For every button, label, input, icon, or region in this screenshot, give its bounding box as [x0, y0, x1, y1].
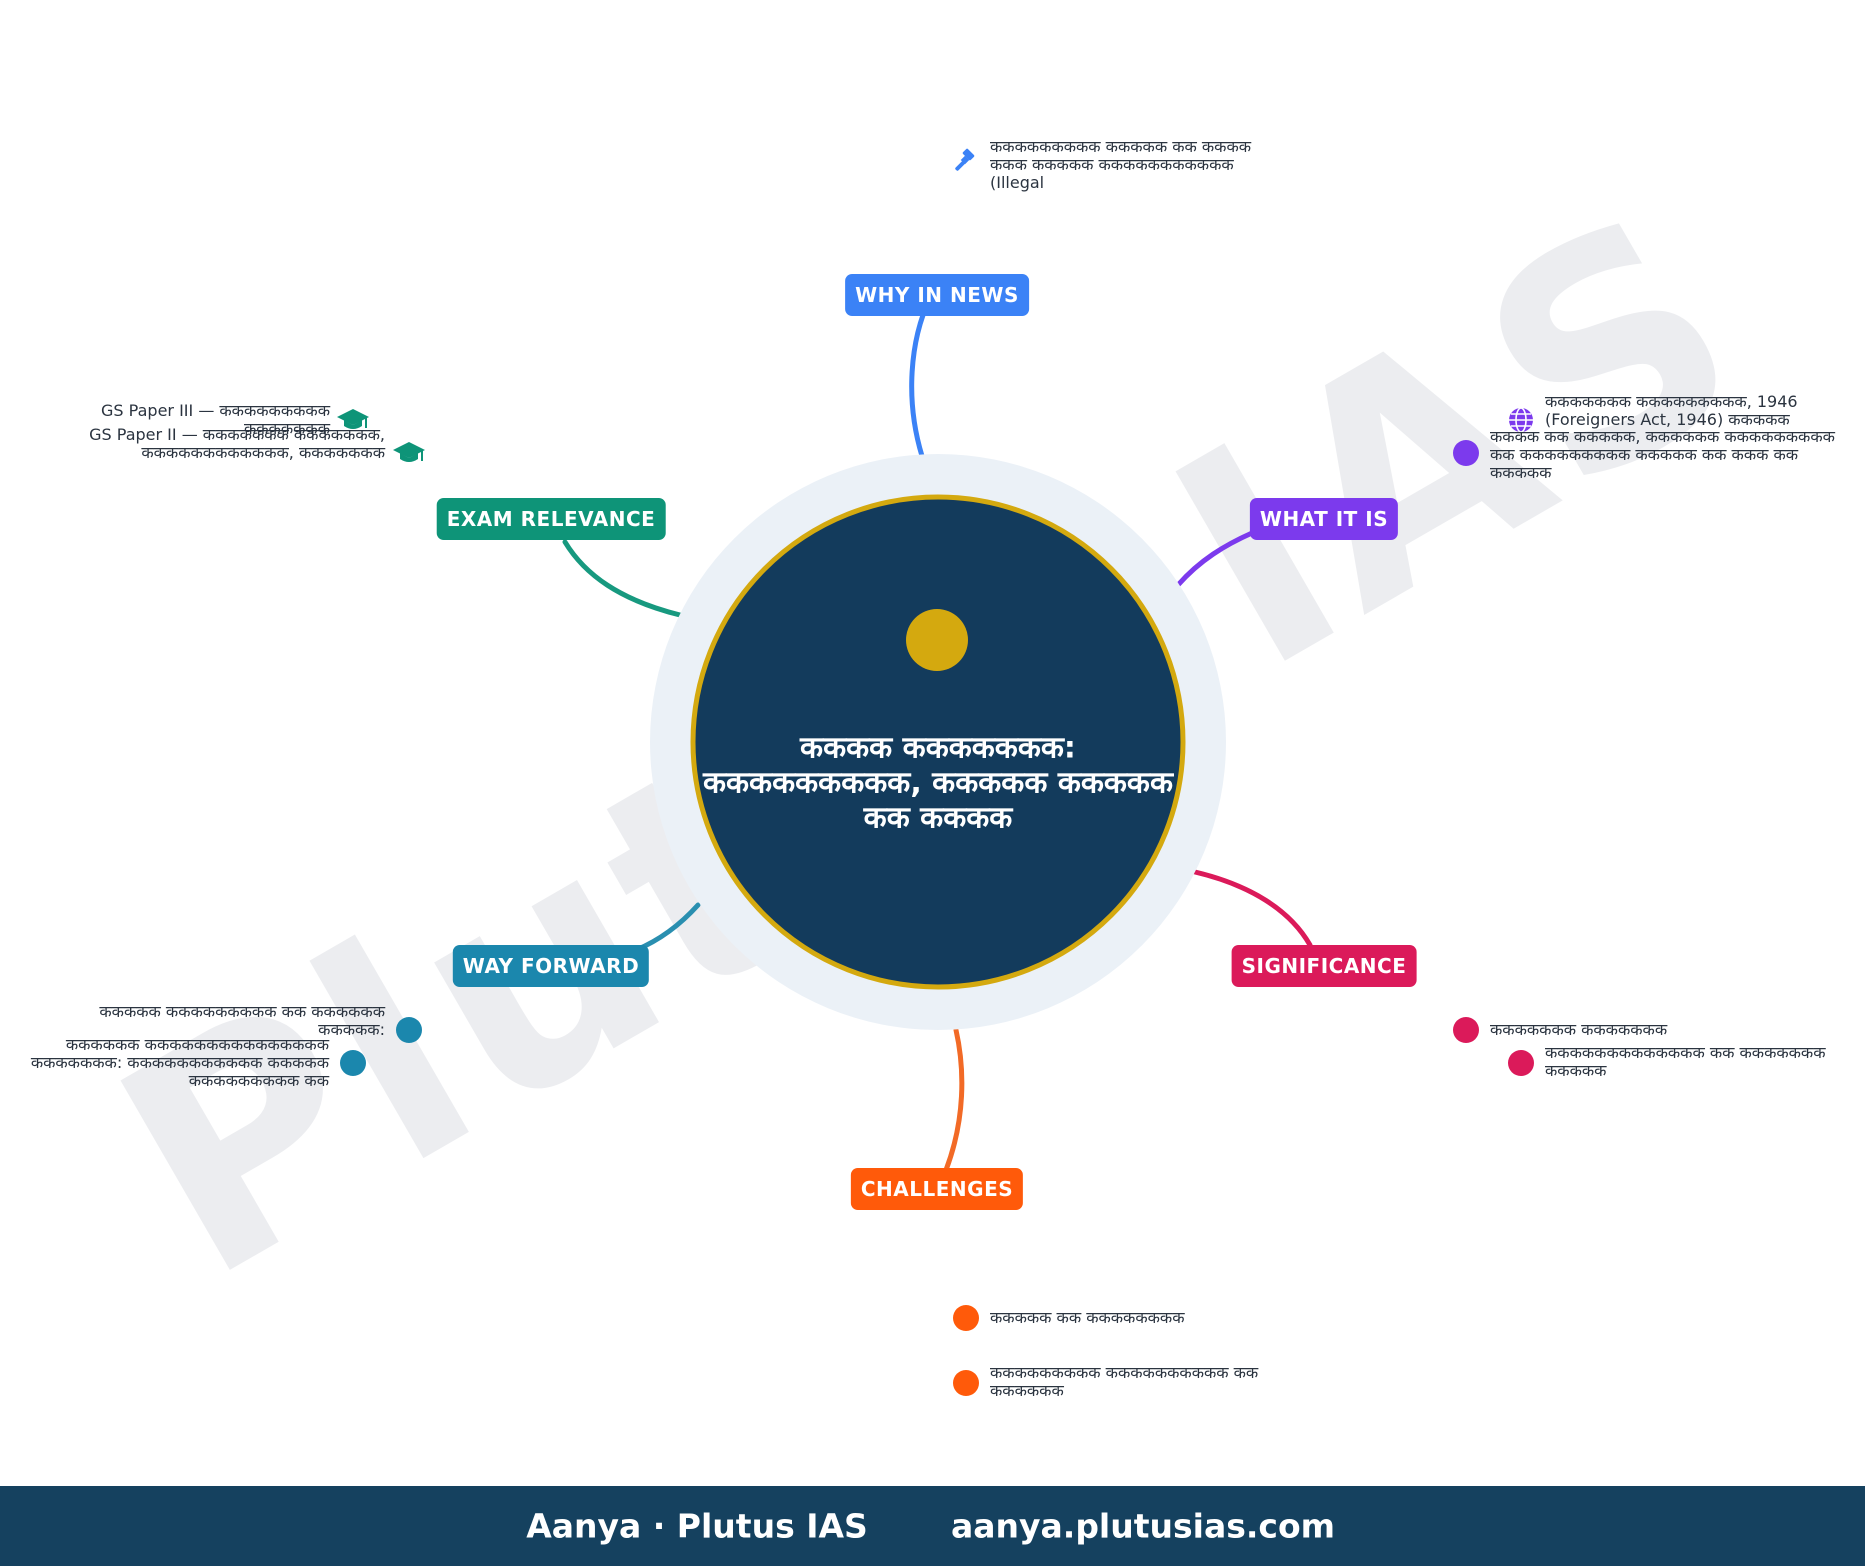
- connector-challenges: [943, 1027, 965, 1173]
- branch-significance[interactable]: SIGNIFICANCE: [1231, 945, 1417, 987]
- graduation-cap-icon: [336, 407, 370, 437]
- leaf-what-2: कककक कक ककककक, कककककक ककककककककक कक ककककक…: [1490, 427, 1835, 482]
- connector-way: [633, 902, 701, 953]
- connector-what: [1175, 530, 1255, 588]
- leaf-significance-2: ककककककककककककक कक ककककककक ककककक: [1545, 1043, 1826, 1080]
- footer-brand: Aanya · Plutus IAS: [526, 1506, 868, 1546]
- leaf-exam-1: GS Paper III — ककककककककक ककककककक: [101, 401, 330, 438]
- leaf-challenges-dot-2: [953, 1370, 979, 1396]
- branch-exam-relevance[interactable]: EXAM RELEVANCE: [436, 498, 666, 540]
- leaf-way-1: ककककक ककककककककक कक कककककक ककककक:: [99, 1002, 385, 1039]
- connector-significance: [1192, 869, 1313, 948]
- leaf-significance-1: ककककककक ककककककक: [1490, 1020, 1668, 1039]
- footer-url[interactable]: aanya.plutusias.com: [950, 1506, 1336, 1546]
- leaf-why-1: ककककककककक ककककक कक कककक ककक ककककक कककककक…: [990, 137, 1252, 192]
- gavel-icon: [951, 148, 981, 182]
- footer-bar: Aanya · Plutus IAS aanya.plutusias.com: [0, 1486, 1865, 1566]
- leaf-challenges-dot-1: [953, 1305, 979, 1331]
- graduation-cap-icon: [392, 440, 426, 470]
- leaf-challenges-2: ककककककककक कककककककककक कक कककककक: [990, 1363, 1259, 1400]
- branch-way-forward[interactable]: WAY FORWARD: [452, 945, 650, 987]
- leaf-way-2: कककककक ककककककककककककककक ककककककक: कककककककक…: [30, 1035, 329, 1090]
- leaf-challenges-1: ककककक कक कककककककक: [990, 1308, 1185, 1327]
- branch-why-in-news[interactable]: WHY IN NEWS: [845, 274, 1029, 316]
- branch-what-it-is[interactable]: WHAT IT IS: [1249, 498, 1399, 540]
- leaf-significance-dot-2: [1508, 1050, 1534, 1076]
- leaf-exam-2: GS Paper II — ककककककक ककककककक, ककककककककक…: [89, 425, 385, 462]
- center-sun-dot: [906, 609, 968, 671]
- leaf-significance-dot-1: [1453, 1017, 1479, 1043]
- leaf-what-dot: [1453, 440, 1479, 466]
- connector-why: [909, 295, 933, 459]
- center-circle: [690, 494, 1186, 990]
- leaf-what-1: ककककककक ककककककककक, 1946 (Foreigners Act,…: [1545, 392, 1798, 429]
- leaf-way-dot-2: [340, 1050, 366, 1076]
- connector-exam: [562, 539, 683, 618]
- branch-challenges[interactable]: CHALLENGES: [850, 1168, 1024, 1210]
- center-title: कककक ककककककक: ककककककककक, ककककक ककककक कक …: [702, 730, 1174, 836]
- leaf-way-dot-1: [396, 1017, 422, 1043]
- globe-icon: [1506, 405, 1536, 439]
